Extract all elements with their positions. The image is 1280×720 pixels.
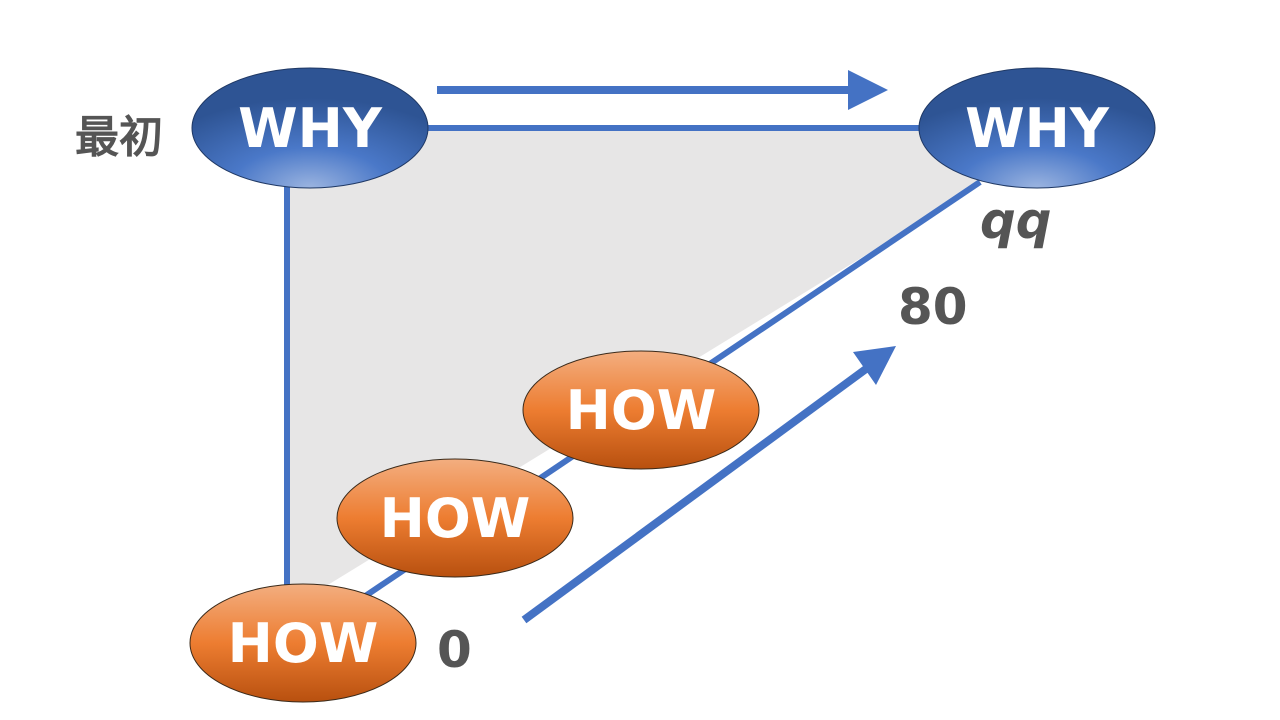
value-zero-label: 0	[437, 621, 472, 679]
why-start-label: WHY	[238, 97, 383, 160]
start-label: 最初	[75, 112, 163, 163]
arrow-up-right-icon	[521, 346, 896, 624]
how-1-label: HOW	[228, 612, 379, 675]
value-end-label: qq	[980, 192, 1052, 250]
how-node-2: HOW	[336, 458, 574, 578]
arrow-right-icon	[437, 70, 888, 110]
why-start-node: WHY	[191, 67, 429, 189]
why-end-node: WHY	[918, 67, 1156, 189]
how-node-3: HOW	[522, 350, 760, 470]
value-eighty-label: 80	[898, 278, 968, 336]
how-node-1: HOW	[189, 583, 417, 703]
how-3-label: HOW	[566, 379, 717, 442]
why-end-label: WHY	[965, 97, 1110, 160]
how-2-label: HOW	[380, 487, 531, 550]
